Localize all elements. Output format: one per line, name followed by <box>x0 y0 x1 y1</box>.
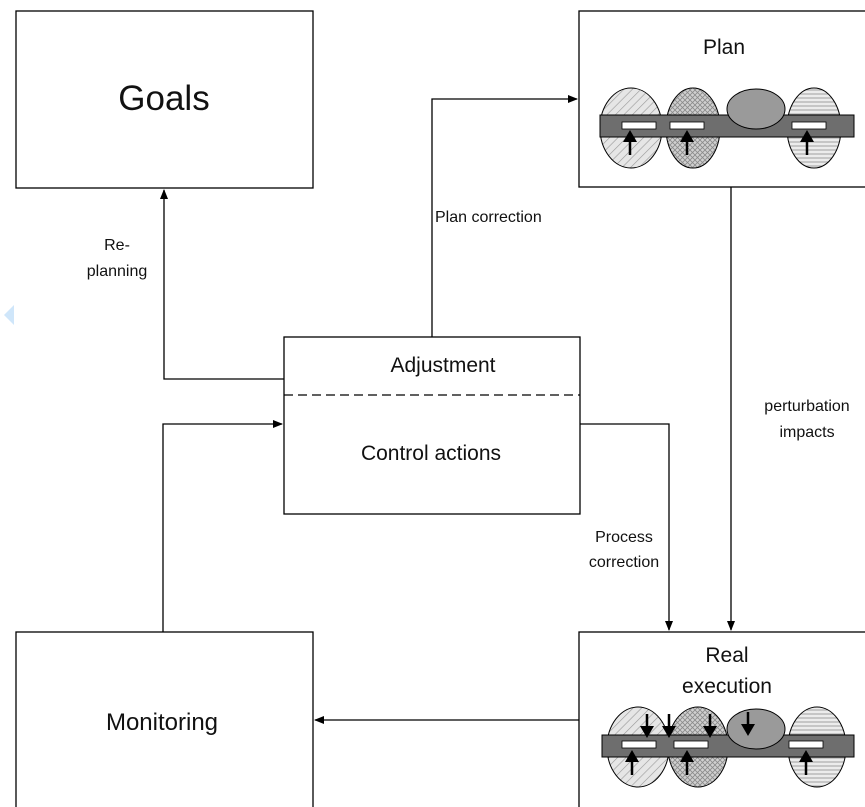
down-arrow-icon <box>703 714 717 738</box>
execution-label: execution <box>682 675 772 698</box>
process-correction-arrow <box>580 423 673 631</box>
down-arrow-icon <box>662 714 676 738</box>
plan-correction-arrow <box>431 95 578 337</box>
control-actions-label: Control actions <box>361 442 501 465</box>
execution-activities-illustration <box>601 706 855 788</box>
real-label: Real <box>705 644 748 667</box>
process-label-line2: correction <box>589 554 659 571</box>
up-arrow-icon <box>625 750 639 775</box>
up-arrow-icon <box>680 750 694 775</box>
goals-box: Goals <box>15 10 314 189</box>
adjustment-box: Adjustment Control actions <box>283 336 581 515</box>
up-arrow-icon <box>623 130 637 155</box>
left-edge-triangle-icon <box>4 305 14 325</box>
down-arrow-icon <box>640 714 654 738</box>
up-arrow-icon <box>680 130 694 155</box>
monitoring-box: Monitoring <box>15 631 314 807</box>
perturbation-label-line2: impacts <box>779 424 834 441</box>
up-arrow-icon <box>800 130 814 155</box>
down-arrow-icon <box>741 712 755 736</box>
adjustment-label: Adjustment <box>390 354 495 377</box>
monitoring-to-adjustment-arrow <box>162 420 283 632</box>
perturbation-label-line1: perturbation <box>764 398 849 415</box>
goals-label: Goals <box>118 79 209 118</box>
plan-correction-label: Plan correction <box>435 209 542 226</box>
replanning-arrow <box>160 189 284 380</box>
replanning-label-line1: Re- <box>104 237 130 254</box>
up-arrow-icon <box>799 750 813 775</box>
real-execution-box: Real execution <box>578 631 865 807</box>
plan-activities-illustration <box>599 87 855 169</box>
plan-box: Plan <box>578 10 865 188</box>
replanning-label-line2: planning <box>87 263 148 280</box>
plan-label: Plan <box>703 36 745 59</box>
monitoring-label: Monitoring <box>106 709 218 736</box>
process-label-line1: Process <box>595 529 653 546</box>
